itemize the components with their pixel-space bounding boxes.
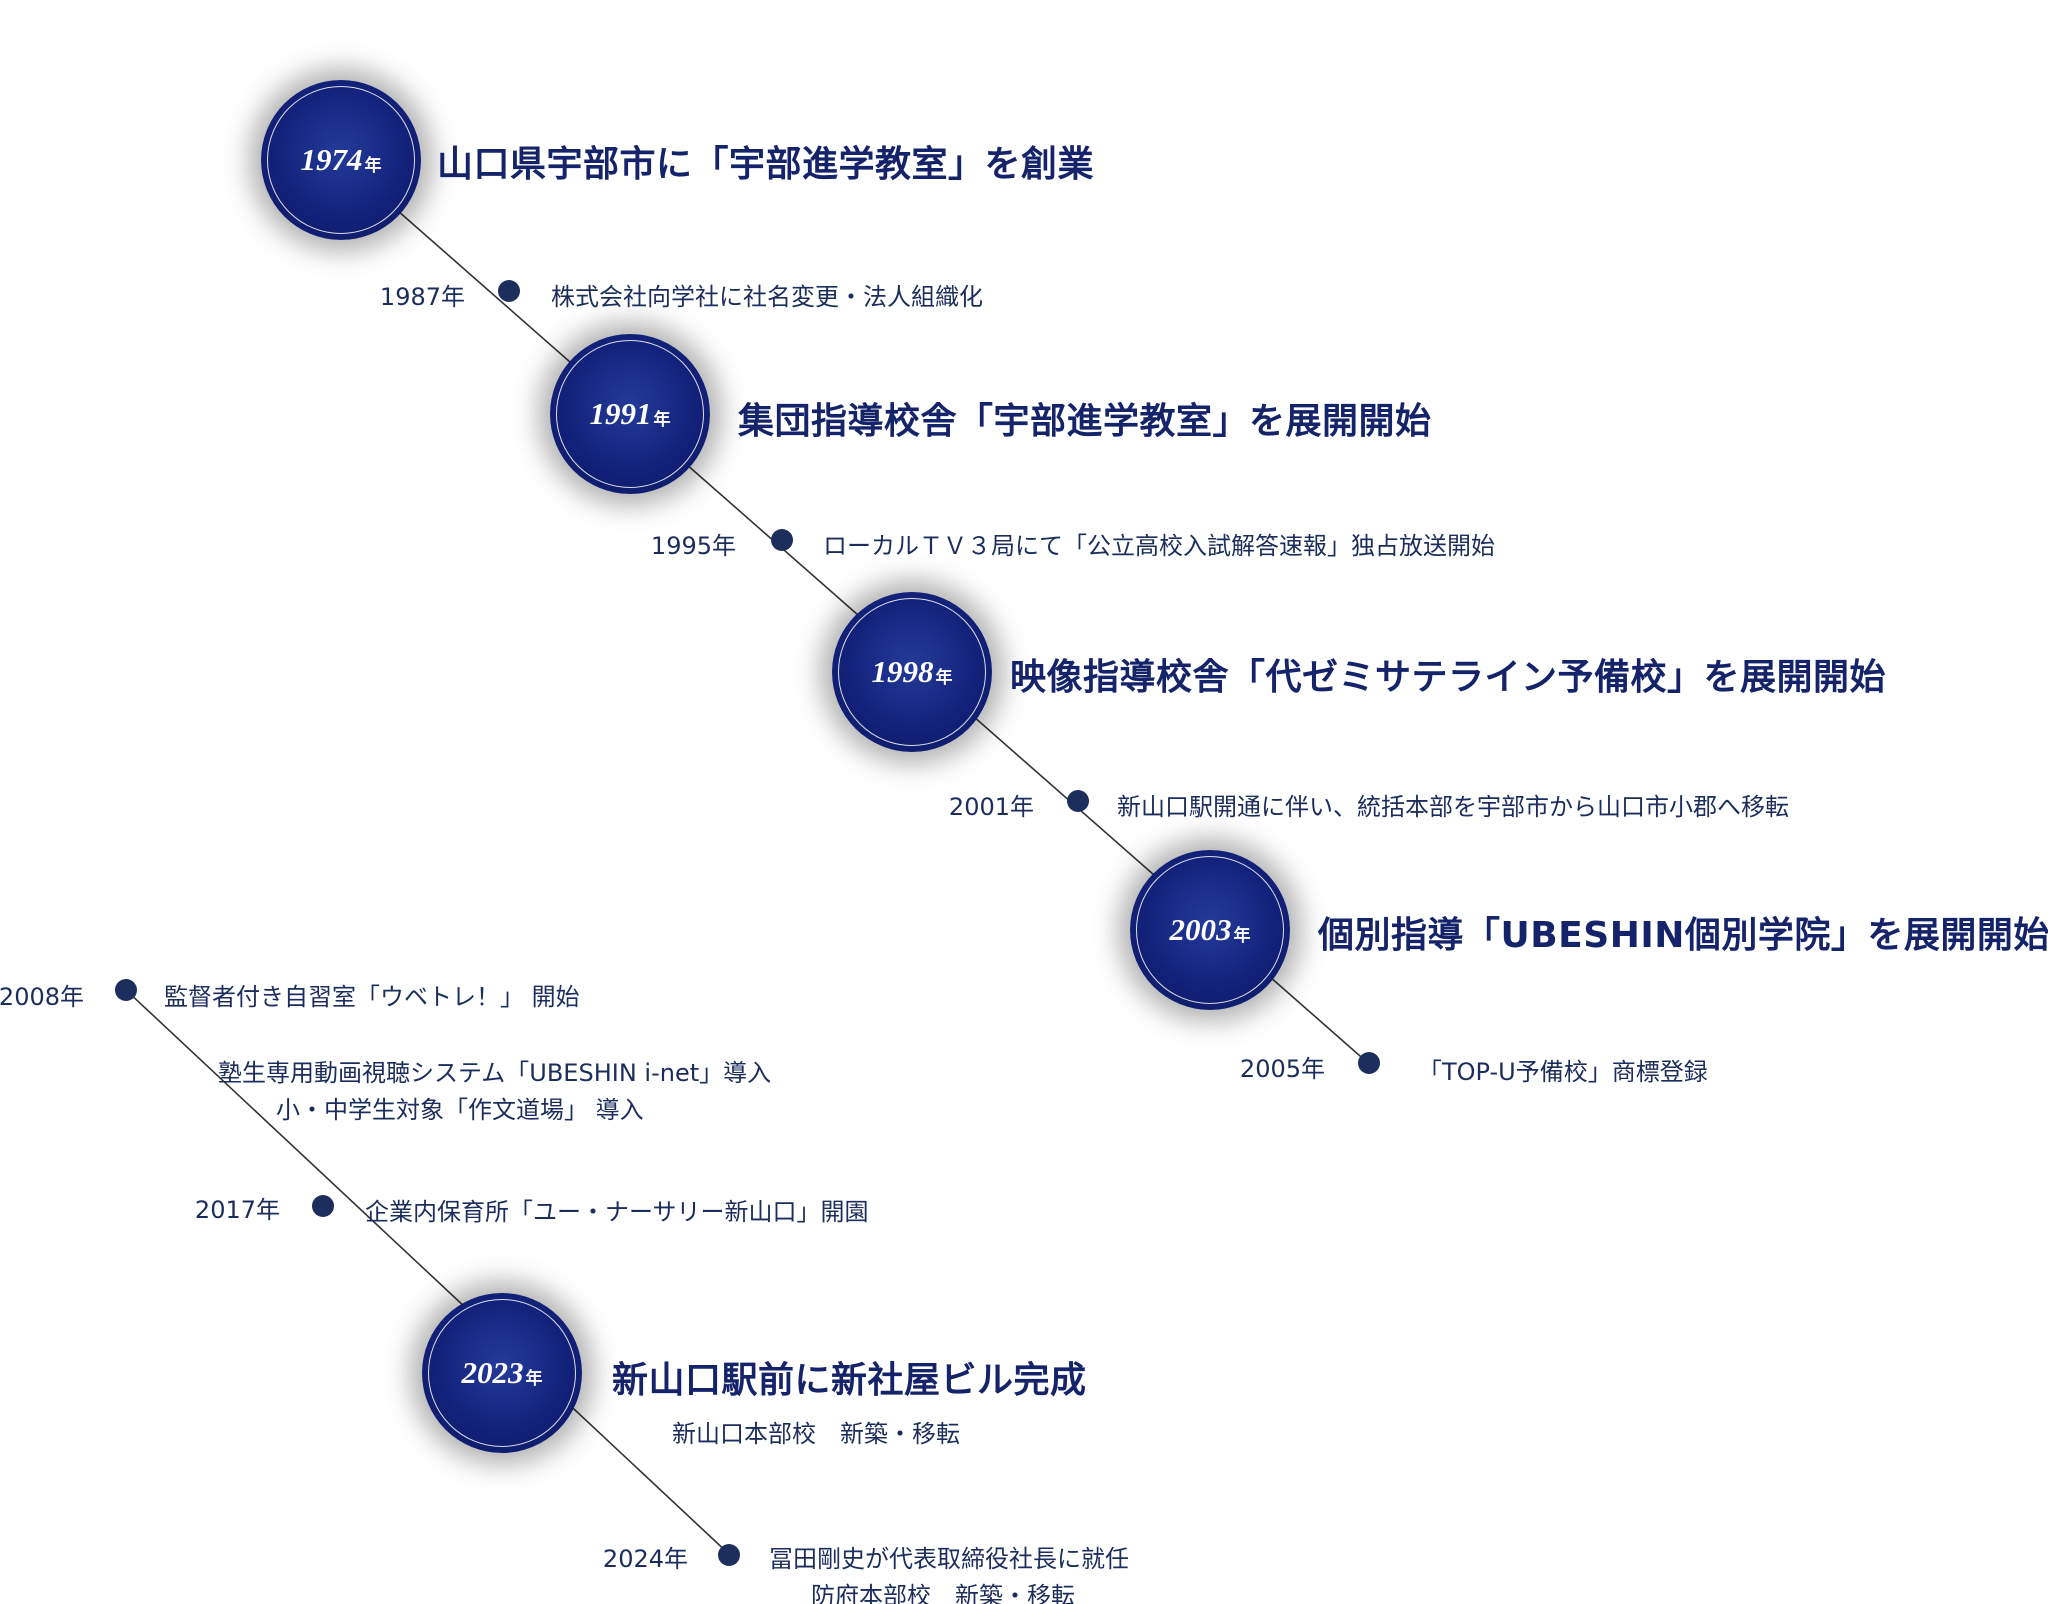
milestone-title: 新山口駅前に新社屋ビル完成 bbox=[612, 1360, 1087, 1401]
event-dot bbox=[771, 529, 793, 551]
year-number: 2023 bbox=[461, 1355, 524, 1390]
year-suffix: 年 bbox=[525, 1369, 543, 1389]
event-year: 2017年 bbox=[194, 1196, 280, 1224]
event-text: 「TOP-U予備校」商標登録 bbox=[1418, 1058, 1708, 1086]
event-dot bbox=[498, 280, 520, 302]
connector-line bbox=[125, 989, 731, 1556]
event-year: 1995年 bbox=[650, 532, 736, 560]
event-dot bbox=[115, 979, 137, 1001]
event-year: 2008年 bbox=[0, 983, 84, 1011]
event-text: 小・中学生対象「作文道場」 導入 bbox=[276, 1096, 644, 1124]
milestone-subtitle: 新山口本部校 新築・移転 bbox=[672, 1420, 960, 1448]
year-circle bbox=[550, 334, 710, 494]
year-number: 2003 bbox=[1169, 912, 1232, 947]
milestone-title: 山口県宇部市に「宇部進学教室」を創業 bbox=[437, 144, 1095, 185]
event-dot bbox=[1067, 790, 1089, 812]
year-circle bbox=[832, 592, 992, 752]
year-suffix: 年 bbox=[1233, 926, 1251, 946]
event-text: 塾生専用動画視聴システム「UBESHIN i-net」導入 bbox=[218, 1059, 772, 1087]
event-text: 監督者付き自習室「ウベトレ！」 開始 bbox=[164, 983, 580, 1011]
event-text: ローカルＴＶ３局にて「公立高校入試解答速報」独占放送開始 bbox=[823, 532, 1495, 560]
event-year: 2024年 bbox=[602, 1545, 688, 1573]
year-suffix: 年 bbox=[364, 156, 382, 176]
year-number: 1974 bbox=[300, 142, 363, 177]
milestone-title: 個別指導「UBESHIN個別学院」を展開開始 bbox=[1318, 915, 2048, 956]
event-text: 新山口駅開通に伴い、統括本部を宇部市から山口市小郡へ移転 bbox=[1117, 793, 1789, 821]
year-circle bbox=[422, 1293, 582, 1453]
milestone-title: 集団指導校舎「宇部進学教室」を展開開始 bbox=[738, 401, 1432, 442]
milestone-title: 映像指導校舎「代ゼミサテライン予備校」を展開開始 bbox=[1010, 657, 1887, 698]
event-year: 2005年 bbox=[1239, 1055, 1325, 1083]
year-circle bbox=[1130, 850, 1290, 1010]
event-dot bbox=[1358, 1052, 1380, 1074]
year-suffix: 年 bbox=[653, 410, 671, 430]
event-year: 2001年 bbox=[948, 793, 1034, 821]
event-year: 1987年 bbox=[379, 283, 465, 311]
event-text: 企業内保育所「ユー・ナーサリー新山口」開園 bbox=[365, 1198, 869, 1226]
year-number: 1998 bbox=[871, 654, 934, 689]
event-dot bbox=[718, 1544, 740, 1566]
year-suffix: 年 bbox=[935, 668, 953, 688]
event-text: 防府本部校 新築・移転 bbox=[811, 1582, 1075, 1604]
year-number: 1991 bbox=[589, 396, 652, 431]
event-text: 株式会社向学社に社名変更・法人組織化 bbox=[551, 283, 983, 311]
year-circle bbox=[261, 80, 421, 240]
event-dot bbox=[312, 1195, 334, 1217]
event-text: 冨田剛史が代表取締役社長に就任 bbox=[769, 1545, 1129, 1573]
